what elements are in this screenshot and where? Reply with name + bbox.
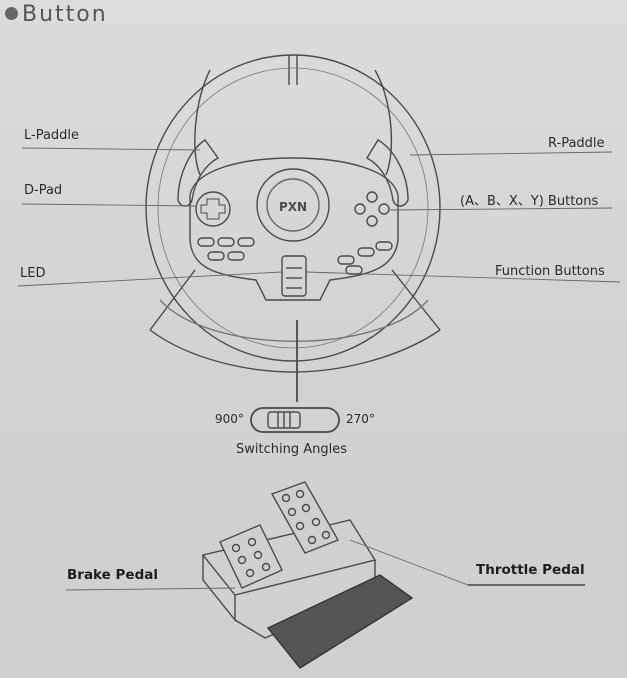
footrest — [266, 574, 414, 669]
page-title: Button — [22, 2, 108, 27]
brake-pedal-shape — [219, 524, 283, 589]
bullet-icon — [5, 7, 18, 20]
switching-angles-label: Switching Angles — [236, 442, 347, 457]
dpad-label: D-Pad — [24, 183, 63, 198]
angle-900-label: 900° — [215, 412, 244, 426]
wheel-rim — [145, 54, 441, 362]
function-buttons-shape — [281, 255, 307, 297]
r-paddle-label: R-Paddle — [548, 136, 605, 151]
r-paddle-shape — [366, 139, 409, 207]
angle-switch — [250, 407, 340, 433]
throttle-pedal-shape — [270, 481, 340, 554]
function-buttons-label: Function Buttons — [495, 264, 605, 279]
pxn-logo: PXN — [279, 200, 307, 214]
l-paddle-label: L-Paddle — [24, 128, 80, 143]
wheel-hub — [189, 157, 399, 301]
abxy-buttons-label: (A、B、X、Y) Buttons — [460, 194, 599, 209]
led-label: LED — [20, 266, 46, 281]
throttle-pedal-label: Throttle Pedal — [476, 562, 585, 578]
angle-270-label: 270° — [346, 412, 375, 426]
brake-pedal-label: Brake Pedal — [67, 567, 158, 583]
dpad-shape — [195, 191, 231, 227]
